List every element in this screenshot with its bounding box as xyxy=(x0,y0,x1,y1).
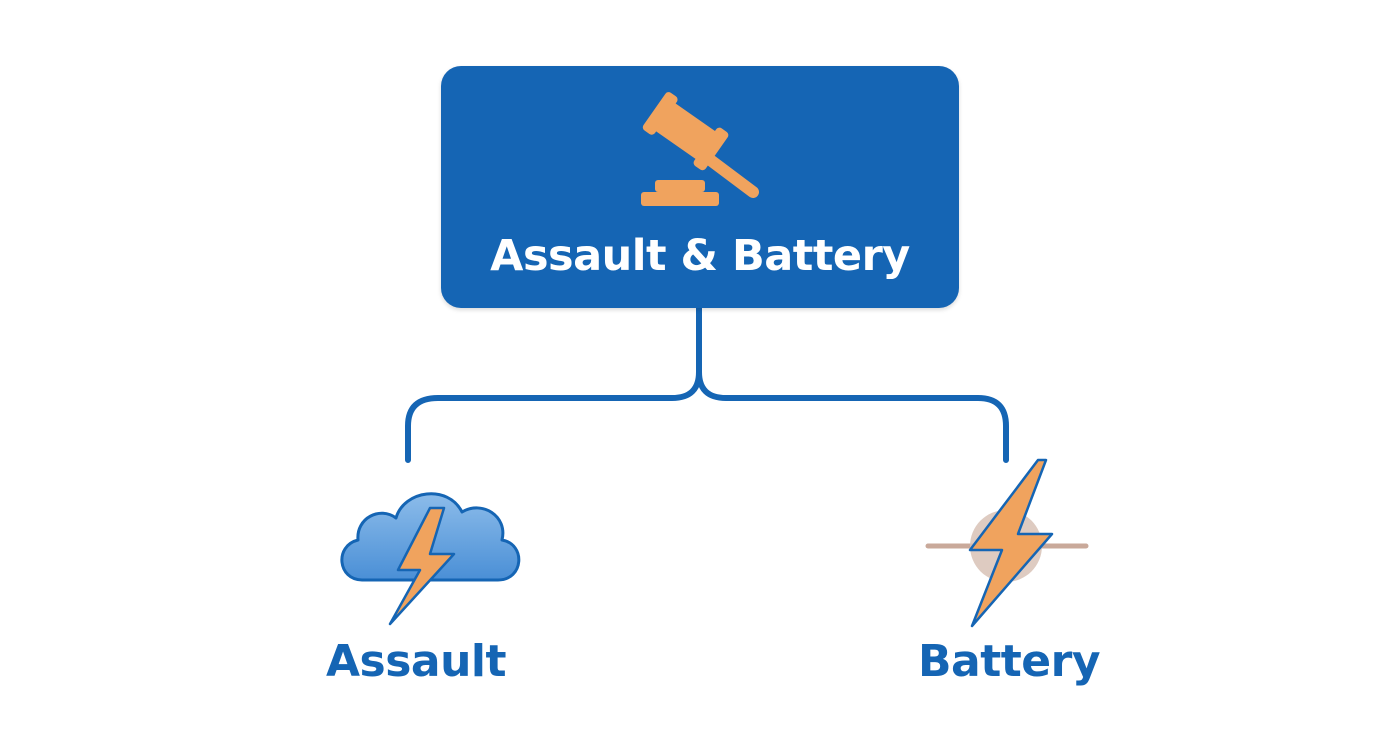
gavel-icon xyxy=(641,92,759,206)
root-node-label: Assault & Battery xyxy=(490,231,910,281)
battery-label: Battery xyxy=(917,636,1101,687)
storm-cloud-lightning-icon xyxy=(340,492,521,626)
lightning-bolt xyxy=(388,506,456,626)
assault-label: Assault xyxy=(325,636,507,687)
lightning-bolt xyxy=(968,458,1054,628)
lightning-impact-icon xyxy=(925,458,1089,628)
connector-path xyxy=(405,305,1009,463)
